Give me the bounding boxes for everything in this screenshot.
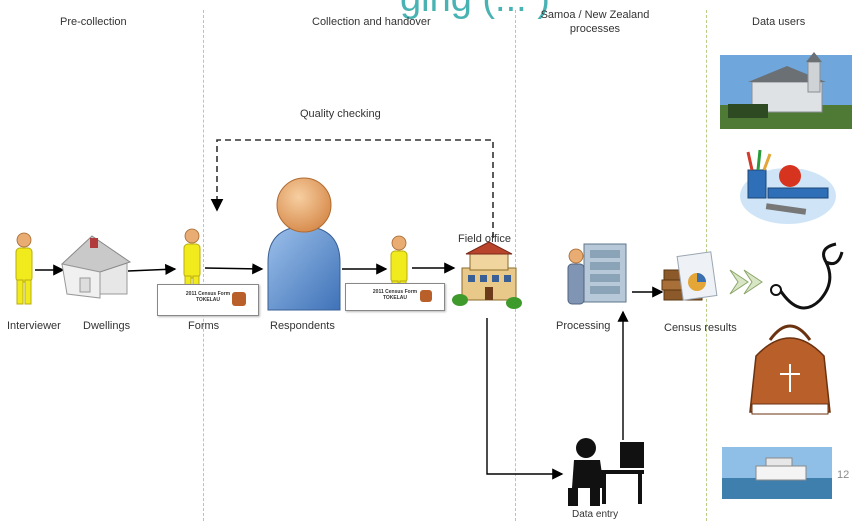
school-supplies-clipart (740, 149, 836, 224)
census-results-label: Census results (664, 322, 737, 334)
header-collection-handover: Collection and handover (312, 16, 431, 28)
census-form-card-1: 2011 Census Form TOKELAU (157, 284, 259, 316)
form-card-2-logo (420, 290, 432, 302)
dwelling-house (60, 235, 132, 299)
header-pre-collection: Pre-collection (60, 16, 127, 28)
quality-check-loop (210, 139, 494, 238)
boat-photo (722, 447, 832, 499)
interviewer-label: Interviewer (7, 320, 61, 332)
arrow-fieldoffice-dataentry (486, 318, 564, 480)
respondent-figure (267, 177, 341, 311)
page-number: 12 (837, 469, 850, 481)
data-entry-label: Data entry (572, 509, 619, 520)
header-data-users: Data users (752, 16, 806, 28)
form-card-1-line2: TOKELAU (195, 297, 221, 303)
arrow-dwellings-forms (127, 263, 177, 276)
field-office-label: Field office (458, 233, 511, 245)
interviewer-figure (15, 232, 33, 305)
census-results-figure (661, 251, 718, 301)
data-entry-figure (568, 438, 644, 506)
column-divider-2 (515, 10, 516, 521)
form-card-1-logo (232, 292, 246, 306)
processing-figure (567, 243, 627, 305)
chevron-arrows (729, 269, 763, 295)
slide-title-fragment: ging (... ) (400, 0, 550, 21)
form-card-2-line1: 2011 Census Form (372, 289, 418, 295)
forms-label: Forms (188, 320, 220, 332)
header-samoa-nz: Samoa / New Zealand processes (540, 9, 650, 35)
quality-checking-label: Quality checking (300, 108, 381, 120)
dwellings-label: Dwellings (83, 320, 131, 332)
church-photo (720, 52, 852, 129)
processing-label: Processing (556, 320, 611, 332)
form-card-2-line2: TOKELAU (382, 295, 408, 301)
form-card-1-line1: 2011 Census Form (185, 291, 231, 297)
arrow-forms-respondents (204, 263, 264, 275)
stethoscope-icon (770, 242, 844, 310)
handbag-clipart (749, 324, 831, 415)
column-divider-1 (203, 10, 204, 521)
field-office-building (452, 241, 522, 309)
respondents-label: Respondents (270, 320, 335, 332)
census-form-card-2: 2011 Census Form TOKELAU (345, 283, 445, 311)
